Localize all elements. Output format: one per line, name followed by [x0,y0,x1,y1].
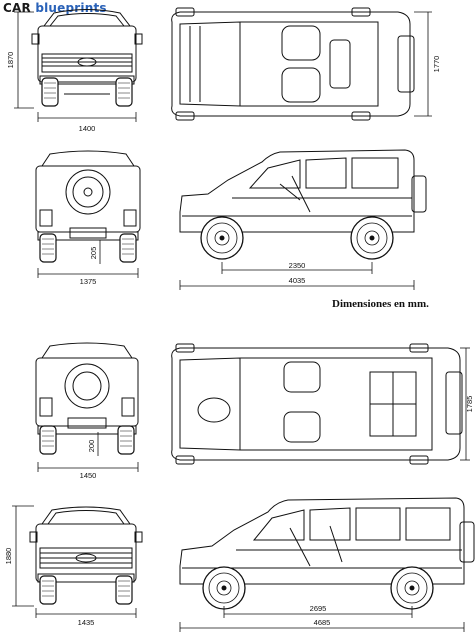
dim-short-front-height: 1870 [6,52,15,69]
dim-long-rear-track: 1450 [80,471,97,480]
long-front-view [29,506,143,605]
logo-part-car: CAR [3,1,31,15]
units-note: Dimensiones en mm. [332,298,429,310]
dim-short-length: 4035 [289,276,306,285]
dim-short-wheelbase: 2350 [289,261,306,270]
dim-long-front-height: 1880 [4,548,13,565]
short-rear-view [35,150,141,263]
dim-long-rear-clearance: 200 [87,440,96,453]
short-side-view [179,149,427,260]
dim-short-rear-track: 1375 [80,277,97,286]
car-blueprints-logo: CAR blueprints [3,1,107,15]
long-rear-view [35,342,139,455]
dim-long-top-width: 1785 [465,396,474,413]
short-top-view [171,7,415,121]
dimension-lines [12,11,470,632]
long-side-view [179,497,475,610]
dim-long-wheelbase: 2695 [310,604,327,613]
dim-short-front-width: 1400 [79,124,96,133]
dim-long-length: 4685 [314,618,331,627]
dim-short-top-width: 1770 [432,56,441,73]
dim-short-rear-clearance: 205 [89,247,98,260]
short-front-view [31,9,143,107]
dim-long-front-width: 1435 [78,618,95,627]
logo-part-blueprints: blueprints [30,1,107,15]
long-top-view [171,343,463,465]
